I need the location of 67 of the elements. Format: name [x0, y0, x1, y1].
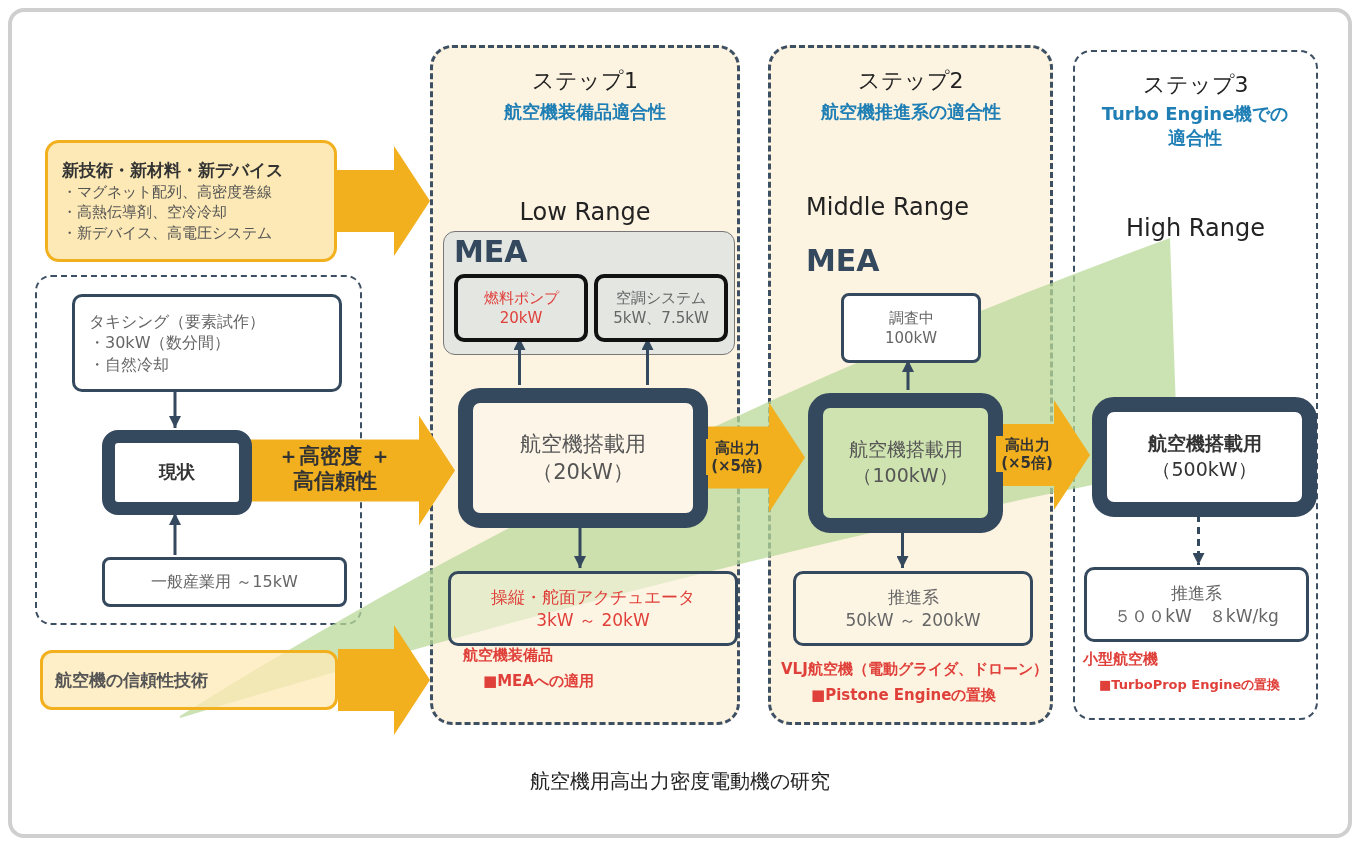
component-box	[1084, 567, 1309, 642]
step-panel	[1073, 50, 1318, 720]
body-text: 20kW	[499, 308, 543, 329]
body-text: ・自然冷却	[89, 353, 169, 376]
body-text: （20kW）	[532, 459, 634, 486]
body-text: 航空機装備品適合性	[503, 100, 667, 124]
body-text: MEA	[806, 243, 880, 278]
block-arrow	[338, 625, 430, 735]
body-text: ・高熱伝導剤、空冷冷却	[62, 202, 227, 223]
body-text: ・30kW（数分間）	[89, 332, 231, 354]
body-text: 小型航空機	[1083, 650, 1158, 669]
arrow	[169, 513, 181, 555]
motor-box	[1092, 397, 1317, 517]
body-text: Turbo Engine機での適合性	[1100, 102, 1290, 150]
heading-text: ステップ1	[531, 67, 639, 95]
component-box	[448, 571, 738, 646]
body-text: ■MEAへの適用	[483, 672, 594, 691]
body-text: Low Range	[518, 198, 652, 226]
motor-box	[808, 393, 1003, 533]
body-text: High Range	[1125, 214, 1266, 242]
body-text: 50kW ～ 200kW	[845, 608, 981, 632]
component-box	[841, 293, 981, 363]
heading-text: 推進系	[1171, 581, 1222, 605]
body-text: （500kW）	[1152, 457, 1257, 482]
arrow	[1192, 515, 1205, 565]
heading-text: 空調システム	[616, 287, 706, 308]
heading-text: 新技術・新材料・新デバイス	[62, 159, 283, 183]
body-text: ・マグネット配列、高密度巻線	[62, 182, 272, 203]
heading-text: 調査中	[888, 307, 934, 328]
body-text: 航空機推進系の適合性	[819, 100, 1002, 124]
body-text: VLJ航空機（電動グライダ、ドローン）	[781, 660, 1048, 679]
heading-text: 操縦・舵面アクチュエータ	[491, 585, 695, 609]
info-box	[45, 140, 337, 262]
component-box	[793, 571, 1033, 646]
body-text: 航空機の信頼性技術	[55, 668, 208, 692]
component-box	[594, 274, 728, 342]
body-text: 現状	[159, 460, 195, 485]
heading-text: 推進系	[887, 585, 939, 609]
motor-box	[458, 388, 708, 528]
body-text: 5kW、7.5kW	[613, 308, 709, 329]
heading-text: 燃料ポンプ	[483, 287, 559, 308]
caption: 航空機用高出力密度電動機の研究	[528, 768, 831, 795]
body-text: Middle Range	[806, 193, 969, 221]
heading-text: タキシング（要素試作）	[89, 310, 265, 333]
component-box	[454, 274, 588, 342]
body-text: （100kW）	[853, 463, 958, 488]
body-text: ５００kW ８kW/kg	[1114, 604, 1279, 628]
info-box	[40, 650, 338, 710]
body-text: 100kW	[884, 328, 938, 349]
heading-text: 航空機搭載用	[848, 437, 963, 463]
body-text: ・新デバイス、高電圧システム	[62, 222, 272, 243]
group-panel	[443, 231, 735, 355]
status-box	[102, 430, 252, 515]
heading-text: 航空機搭載用	[520, 430, 646, 458]
heading-text: 航空機搭載用	[1147, 431, 1262, 457]
body-text: 一般産業用 ～15kW	[151, 571, 298, 593]
heading-text: ステップ2	[856, 67, 965, 95]
heading-text: MEA	[454, 234, 528, 269]
block-arrow	[337, 146, 430, 256]
arrow	[169, 390, 181, 428]
body-text: ■TurboProp Engineの置換	[1099, 676, 1281, 694]
body-text: ■Pistone Engineの置換	[811, 686, 997, 705]
heading-text: ステップ3	[1141, 71, 1250, 99]
process-box	[72, 294, 342, 392]
body-text: 航空機装備品	[463, 646, 553, 665]
process-box	[102, 557, 347, 607]
body-text: 3kW ～ 20kW	[536, 608, 650, 632]
